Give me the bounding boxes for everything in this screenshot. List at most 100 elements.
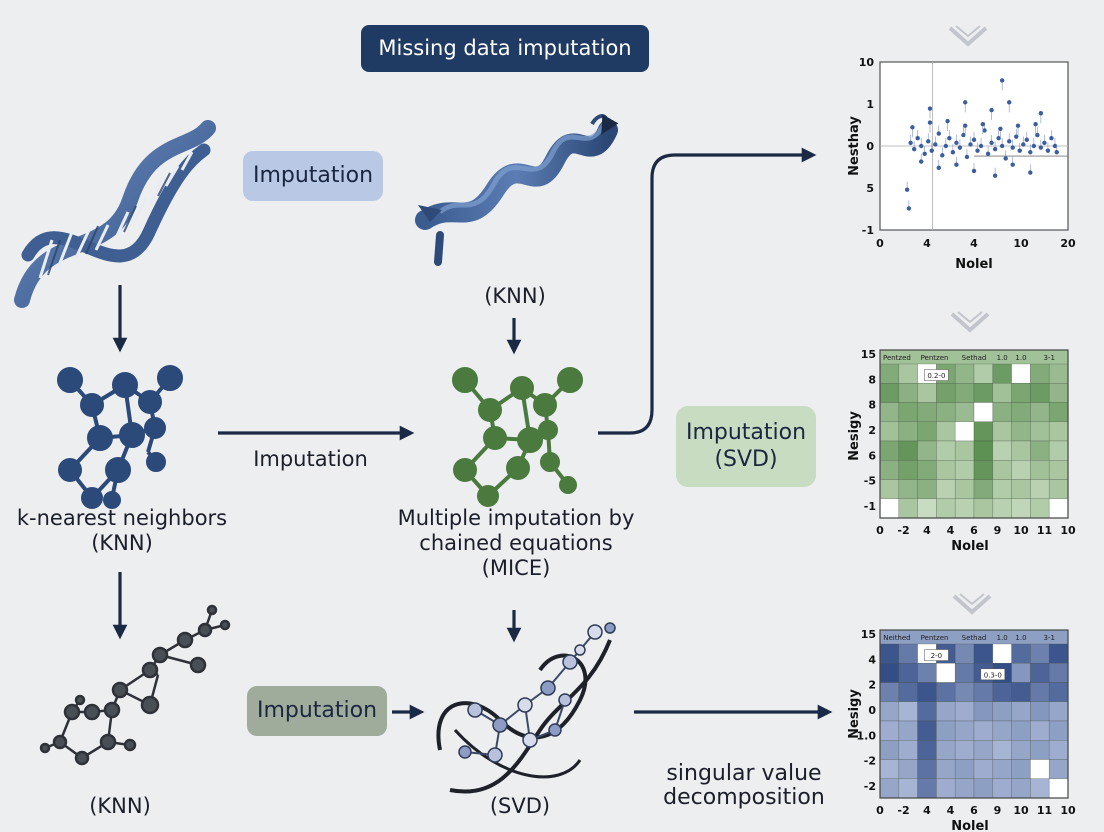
heatmap-cell [1048, 383, 1069, 403]
heatmap-cell [973, 701, 994, 722]
scatter-y-axis-label: Nesthay [847, 116, 862, 176]
imputation-pill-1: Imputation [243, 151, 383, 201]
heatmap-cell [1030, 440, 1050, 461]
heatmap-cell [879, 383, 900, 403]
heatmap-column-header: Neithed [883, 634, 910, 642]
heatmap-cell [1048, 643, 1069, 664]
heatmap-column-header: 3-1 [1043, 354, 1054, 362]
heatmap-cell [973, 479, 994, 499]
scatter-y-tick-label: 1 [866, 98, 874, 111]
heatmap-cell [1048, 479, 1069, 499]
heatmap-cell [898, 701, 918, 722]
svd-bottom-label: (SVD) [489, 794, 551, 818]
scatter-point [971, 137, 977, 142]
heatmap-x-tick-label: 10 [1013, 524, 1029, 537]
scatter-point [999, 143, 1005, 149]
knn-bottom-label: (KNN) [89, 794, 151, 818]
scatter-x-tick-label: 10 [1013, 237, 1029, 250]
imputation-svd-pill-line1: Imputation [685, 420, 807, 446]
heatmap-cell [1011, 479, 1031, 499]
scatter-point [910, 125, 915, 130]
scatter-point [996, 136, 1001, 141]
scatter-point [954, 140, 959, 146]
heatmap-cell [917, 740, 937, 760]
scatter-point [975, 148, 980, 153]
heatmap-cell [1048, 440, 1069, 461]
heatmap-cell [917, 402, 937, 422]
scatter-point [1010, 145, 1015, 150]
scatter-point [1015, 123, 1021, 128]
scatter-point [1045, 148, 1051, 153]
heatmap-cell [973, 363, 994, 384]
heatmap-cell [1048, 460, 1069, 480]
heatmap-cell [973, 402, 994, 422]
heatmap-annotation: 2-0 [931, 652, 942, 660]
scatter-point [963, 123, 968, 128]
heatmap-column-header: Pentzen [921, 354, 949, 362]
heatmap-cell [992, 740, 1012, 760]
heatmap-y-tick-label: -5 [864, 475, 876, 488]
heatmap-x-tick-label: 11 [1037, 524, 1052, 537]
heatmap-cell [1030, 383, 1050, 403]
heatmap-x-tick-label: 10 [1013, 804, 1029, 817]
scatter-point [1010, 162, 1015, 167]
heatmap-cell [1030, 682, 1050, 702]
mice-network-icon [452, 367, 583, 507]
heatmap-cell [936, 479, 956, 499]
heatmap-cell [992, 778, 1012, 799]
heatmap-column-header: Pentzed [883, 354, 911, 362]
protein-helix-icon [415, 114, 619, 266]
heatmap-cell [1011, 778, 1031, 799]
scatter-point [922, 151, 927, 156]
heatmap-cell [992, 498, 1012, 519]
scatter-point [1038, 111, 1044, 116]
heatmap-cell [1030, 402, 1050, 422]
heatmap-cell [954, 643, 975, 664]
heatmap-cell [1030, 663, 1050, 683]
heatmap-cell [1011, 363, 1031, 384]
scatter-point [911, 146, 917, 152]
heatmap-cell [898, 421, 918, 442]
scatter-point [919, 159, 924, 164]
heatmap-x-tick-label: 0 [876, 524, 884, 537]
heatmap-cell [917, 778, 937, 799]
scatter-point [1003, 156, 1008, 161]
scatter-x-tick-label: 0 [876, 237, 884, 250]
heatmap-cell [936, 383, 956, 403]
heatmap-cell [973, 440, 994, 461]
heatmap-x-tick-label: 11 [1037, 804, 1052, 817]
heatmap-annotation: 0.3-0 [984, 671, 1002, 679]
scatter-point [950, 150, 956, 155]
scatter-point [943, 143, 949, 149]
scatter-y-tick-label: 5 [866, 182, 874, 195]
scatter-point [1028, 150, 1033, 155]
heatmap-cell [879, 402, 900, 422]
scatter-point [980, 121, 985, 127]
imputation-svd-pill-line2: (SVD) [714, 446, 778, 472]
scatter-point [915, 136, 920, 141]
heatmap-cell [992, 402, 1012, 422]
scatter-point [971, 168, 977, 174]
chevron-down-icon [952, 593, 992, 615]
heatmap-x-tick-label: -2 [897, 804, 909, 817]
svd-method-label-line2: decomposition [663, 785, 825, 811]
heatmap-cell [954, 402, 975, 422]
heatmap-cell [879, 460, 900, 480]
heatmap-cell [1030, 460, 1050, 480]
heatmap-cell [898, 498, 918, 519]
heatmap-cell [1048, 421, 1069, 442]
imputation-svd-pill: Imputation (SVD) [676, 406, 816, 487]
scatter-point [1021, 142, 1026, 147]
heatmap-cell [1011, 440, 1031, 461]
heatmap-y-tick-label: 8 [868, 373, 876, 386]
heatmap-cell [1011, 720, 1031, 741]
heatmap-column-header: 1.0 [997, 634, 1008, 642]
heatmap-cell [917, 440, 937, 461]
heatmap-annotation-box [924, 649, 949, 661]
heatmap-column-header: 1.0 [1015, 634, 1026, 642]
scatter-point [927, 120, 933, 125]
heatmap-cell [1030, 643, 1050, 664]
scatter-y-tick-label: 10 [859, 56, 875, 69]
